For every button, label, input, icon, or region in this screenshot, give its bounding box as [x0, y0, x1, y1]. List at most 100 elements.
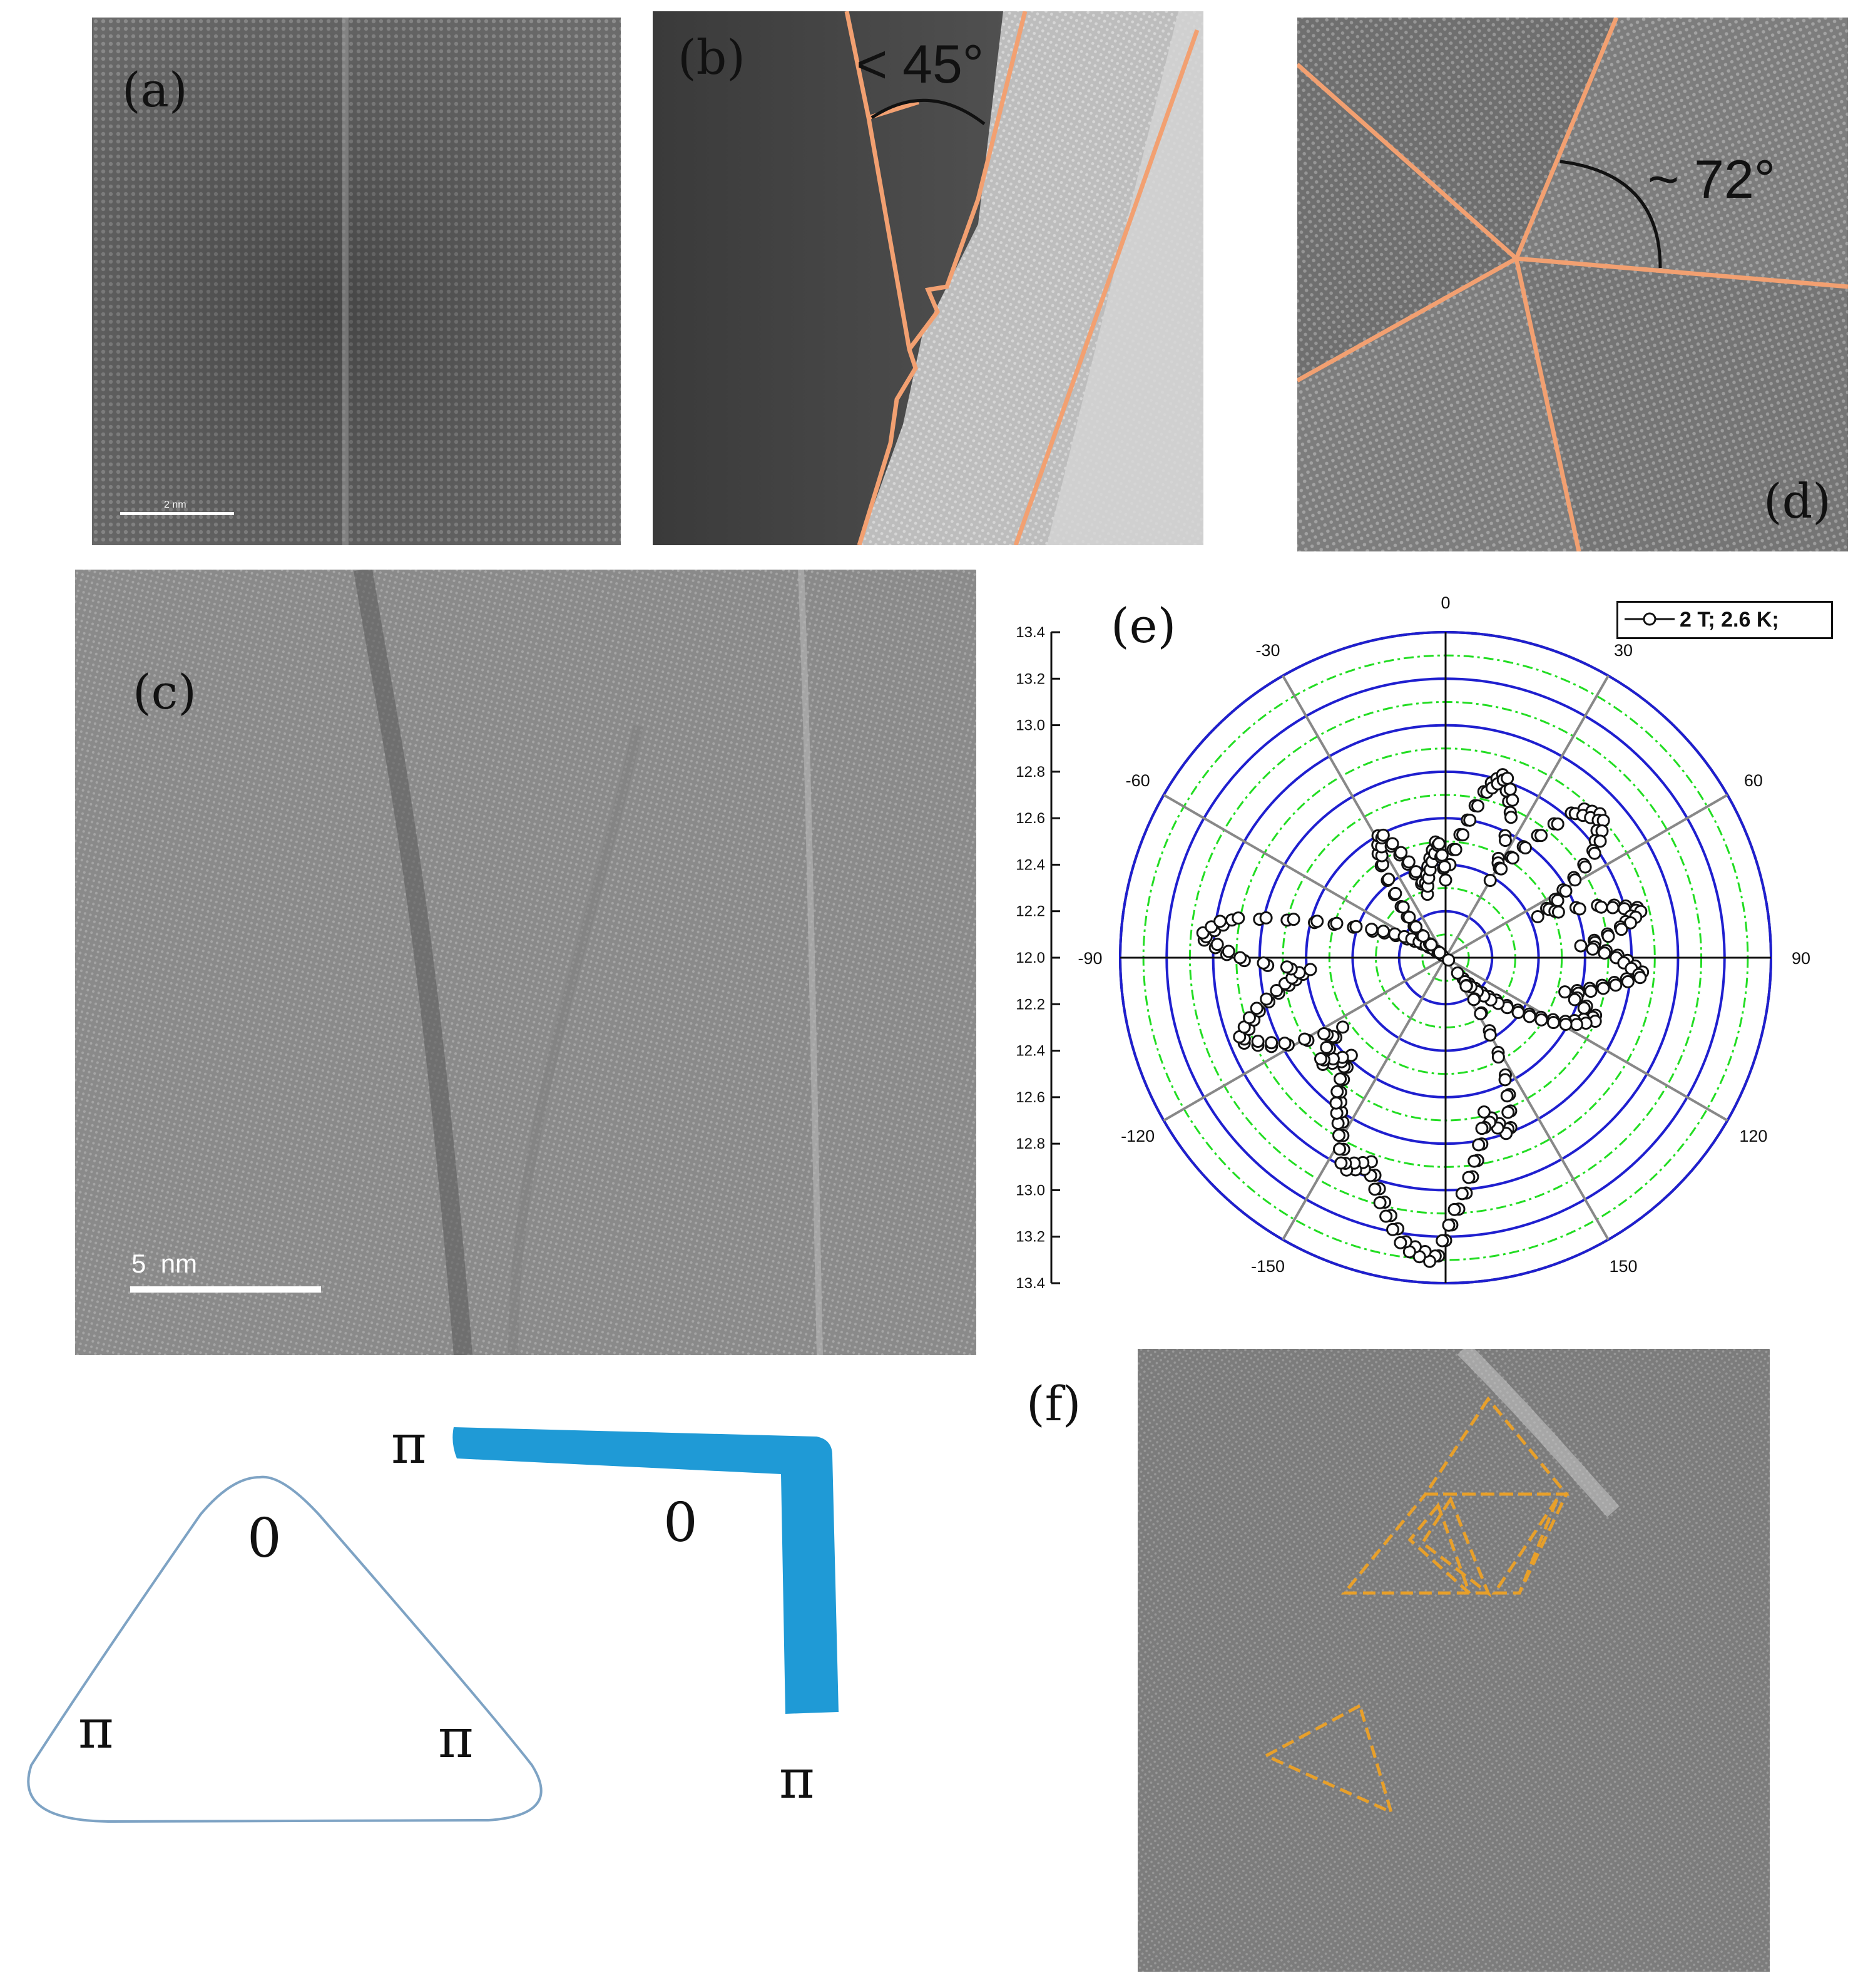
data-point	[1376, 925, 1390, 938]
data-point	[1606, 901, 1620, 915]
panel-e-label: (e)	[1111, 598, 1176, 653]
data-point	[1333, 1142, 1347, 1156]
data-point	[1332, 1129, 1346, 1142]
corner-start-symbol: π	[391, 1415, 427, 1476]
radial-tick-label: 12.8	[1016, 1135, 1045, 1152]
data-point	[1447, 1202, 1461, 1216]
angle-tick-label: 90	[1792, 949, 1810, 968]
data-point	[1593, 834, 1607, 848]
data-point	[1334, 1072, 1347, 1086]
data-point	[1432, 946, 1446, 960]
data-point	[1242, 1011, 1256, 1025]
data-point	[1483, 1028, 1497, 1042]
data-point	[1379, 1209, 1393, 1223]
panel-f-lattice-texture	[1138, 1349, 1770, 1972]
panel-c-lattice-texture	[75, 570, 976, 1355]
data-point	[1559, 884, 1573, 898]
data-point	[1456, 828, 1470, 842]
angle-tick-label: -120	[1121, 1127, 1155, 1145]
legend-label: 2 T; 2.6 K;	[1680, 608, 1779, 632]
data-point	[1213, 915, 1227, 928]
data-point	[1546, 1016, 1560, 1030]
data-point	[1280, 960, 1294, 974]
data-point	[1402, 910, 1416, 924]
data-point	[1329, 1096, 1343, 1110]
data-point	[1259, 911, 1273, 925]
data-point	[1504, 811, 1518, 824]
angle-tick-label: 60	[1744, 771, 1763, 790]
data-point	[1534, 1013, 1548, 1027]
data-point	[1376, 828, 1390, 842]
data-point	[1373, 1196, 1387, 1209]
data-point	[1368, 1182, 1382, 1196]
data-point	[1386, 1222, 1400, 1236]
radial-tick-label: 13.2	[1016, 670, 1045, 687]
radial-tick-label: 12.4	[1016, 1043, 1045, 1060]
data-point	[1330, 1085, 1344, 1099]
data-point	[1501, 1105, 1515, 1119]
panel-d-grain-texture	[1297, 18, 1848, 551]
radial-tick-label: 12.6	[1016, 810, 1045, 827]
data-point	[1439, 873, 1452, 887]
data-point	[1449, 843, 1462, 856]
radial-tick-label: 13.0	[1016, 1182, 1045, 1199]
data-point	[1475, 1122, 1489, 1135]
data-point	[1233, 951, 1247, 965]
data-point	[1609, 978, 1623, 992]
data-point	[1568, 993, 1581, 1007]
data-point	[1578, 860, 1592, 874]
data-point	[1491, 1050, 1505, 1064]
data-point	[1570, 1018, 1583, 1032]
data-point	[1416, 929, 1430, 943]
data-point	[1615, 923, 1628, 936]
panel-d-label: (d)	[1763, 473, 1831, 529]
data-point	[1270, 984, 1284, 998]
data-point	[1287, 913, 1300, 926]
data-point	[1222, 945, 1235, 958]
angle-tick-label: -90	[1078, 949, 1102, 968]
panel-c-scalebar-text: 5 nm	[131, 1249, 198, 1278]
data-point	[1633, 971, 1647, 985]
data-point	[1424, 938, 1438, 951]
data-point	[1210, 938, 1224, 951]
triangle-right-symbol: π	[438, 1708, 474, 1770]
angle-tick-label: -60	[1126, 771, 1150, 790]
data-point	[1314, 1052, 1327, 1066]
data-point	[1394, 846, 1408, 859]
data-point	[1459, 979, 1473, 993]
data-point	[1494, 862, 1508, 876]
panel-b-tem-image: (b) < 45°	[653, 11, 1203, 545]
data-point	[1558, 985, 1572, 999]
data-point	[1477, 1105, 1491, 1119]
panel-f-label: (f)	[1026, 1376, 1081, 1432]
data-point	[1598, 946, 1611, 960]
data-point	[1551, 905, 1565, 919]
polar-data-series	[1196, 768, 1650, 1268]
data-point	[1442, 953, 1456, 967]
rounded-triangle	[27, 1475, 543, 1823]
data-point	[1621, 975, 1635, 988]
data-point	[1467, 1154, 1481, 1168]
polar-plot-svg: 13.413.213.012.812.612.412.212.012.212.4…	[1016, 593, 1810, 1292]
angle-tick-label: 120	[1739, 1127, 1767, 1145]
data-point	[1463, 813, 1477, 827]
corner-middle-symbol: 0	[663, 1492, 698, 1554]
data-point	[1349, 920, 1363, 933]
triangle-left-symbol: π	[78, 1698, 114, 1761]
panel-b-angle-annotation: < 45°	[856, 34, 984, 95]
data-point	[1551, 817, 1564, 831]
radial-tick-label: 12.2	[1016, 903, 1045, 920]
data-point	[1503, 782, 1517, 796]
data-point	[1257, 956, 1270, 970]
radial-tick-label: 12.0	[1016, 950, 1045, 966]
panel-a-scalebar-text: 2 nm	[164, 500, 186, 510]
data-point	[1498, 834, 1512, 848]
panel-c-scalebar	[130, 1286, 321, 1293]
panel-a-lattice-texture	[92, 18, 621, 545]
data-point	[1386, 837, 1399, 851]
data-point	[1396, 900, 1410, 914]
data-point	[1409, 920, 1423, 934]
data-point	[1573, 902, 1586, 916]
